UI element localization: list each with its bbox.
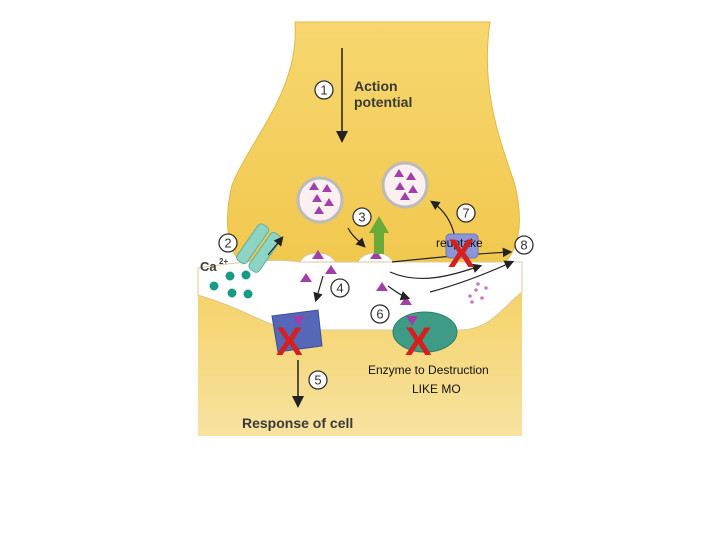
response-label: Response of cell — [242, 415, 353, 431]
step-6-marker: 6 — [370, 304, 390, 324]
calcium-label: Ca — [200, 259, 217, 274]
postsynaptic-receptor — [271, 309, 323, 353]
neurotransmitter — [406, 172, 416, 180]
step-1-marker: 1 — [314, 80, 334, 100]
transmitter-fragment — [470, 300, 474, 304]
neurotransmitter — [300, 273, 312, 282]
calcium-ion — [227, 288, 237, 298]
neurotransmitter — [370, 250, 382, 259]
degrading-enzyme — [392, 311, 458, 353]
calcium-ion — [241, 270, 251, 280]
calcium-entry-arrow — [267, 236, 284, 256]
step-3-marker: 3 — [352, 207, 372, 227]
step-number: 3 — [358, 210, 365, 225]
calcium-charge-label: 2+ — [219, 257, 228, 266]
step-4-marker: 4 — [330, 278, 350, 298]
neurotransmitter — [395, 182, 405, 190]
reuptake-block-x: X — [448, 232, 475, 276]
neurotransmitter — [324, 198, 334, 206]
enzyme-block-x: X — [405, 320, 432, 364]
step-number: 5 — [314, 373, 321, 388]
release-arrow-shaft — [374, 232, 384, 254]
neurotransmitter — [400, 192, 410, 200]
release-arrow — [347, 227, 366, 248]
calcium-ion — [225, 271, 235, 281]
neurotransmitter — [309, 182, 319, 190]
neurotransmitter — [394, 169, 404, 177]
reuptake-label: reuptake — [436, 236, 483, 250]
diffusion-arrow — [389, 263, 483, 279]
diffusion-arrow — [387, 285, 411, 301]
neurotransmitter — [400, 296, 412, 305]
synaptic-vesicle — [381, 161, 429, 209]
transmitter-fragment — [468, 294, 472, 298]
step-number: 4 — [336, 281, 343, 296]
transmitter-fragment — [474, 288, 478, 292]
neurotransmitter — [325, 265, 337, 274]
action-potential-label: Action — [354, 78, 398, 94]
neurotransmitter — [314, 206, 324, 214]
calcium-ion — [209, 281, 219, 291]
neurotransmitter — [376, 282, 388, 291]
calcium-channel — [236, 223, 282, 273]
transmitter-fragment — [484, 286, 488, 290]
step-5-marker: 5 — [308, 370, 328, 390]
step-8-marker: 8 — [514, 235, 534, 255]
neurotransmitter — [312, 194, 322, 202]
calcium-ion — [243, 289, 253, 299]
enzyme-label-2: LIKE MO — [412, 382, 461, 396]
release-arrow-head — [369, 216, 389, 233]
synaptic-cleft — [197, 259, 523, 331]
step-number: 1 — [320, 83, 327, 98]
step-7-marker: 7 — [456, 203, 476, 223]
diffusion-arrow — [313, 275, 324, 303]
step-number: 8 — [520, 238, 527, 253]
neurotransmitter — [322, 184, 332, 192]
step-2-marker: 2 — [218, 233, 238, 253]
reuptake-transporter — [445, 233, 479, 259]
step-number: 2 — [224, 236, 231, 251]
step-number: 7 — [462, 206, 469, 221]
neurotransmitter — [293, 316, 305, 326]
transmitter-fragment — [480, 296, 484, 300]
diffusion-arrow — [429, 260, 515, 293]
action-potential-label-2: potential — [354, 94, 412, 110]
neurotransmitter — [408, 185, 418, 193]
transmitter-fragment — [476, 282, 480, 286]
enzyme-label: Enzyme to Destruction — [368, 363, 489, 377]
neurotransmitter — [406, 316, 418, 326]
neurotransmitter — [312, 250, 324, 259]
step-number: 6 — [376, 307, 383, 322]
receptor-block-x: X — [276, 320, 303, 364]
